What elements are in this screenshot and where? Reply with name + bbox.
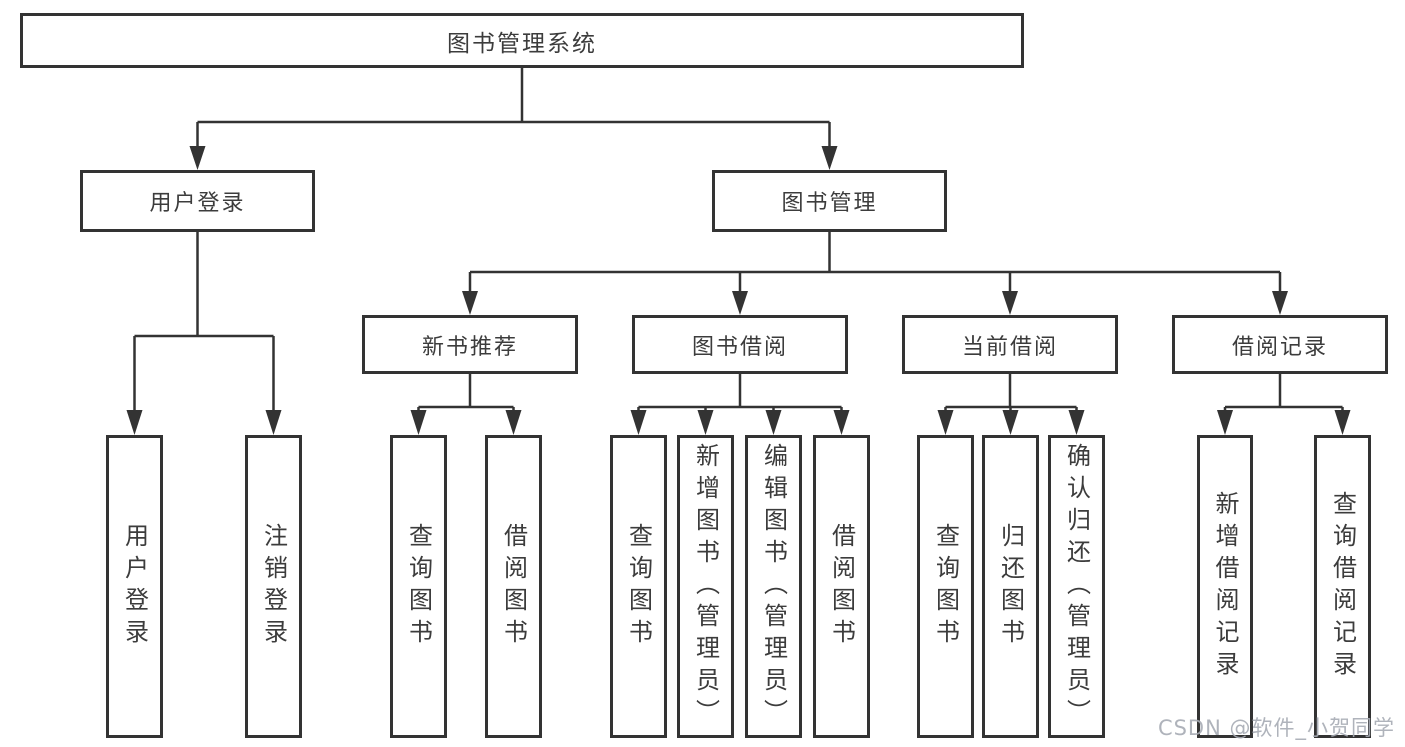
connector-borrowing-to-leaves <box>637 374 843 414</box>
node-borrowing-records-label: 借阅记录 <box>1231 334 1328 360</box>
connector-arrowhead <box>126 410 143 435</box>
connector-arrowhead <box>1334 410 1351 435</box>
node-leaf-borrowing-add-books-admin: 新增图书（管理员） <box>677 435 734 738</box>
connector-arrowhead <box>833 410 850 435</box>
connector-arrowhead <box>1217 410 1233 435</box>
connector-arrowhead <box>630 410 647 435</box>
node-leaf-recommend-borrow-books: 借阅图书 <box>485 435 542 738</box>
connector-arrowhead <box>410 410 427 435</box>
connector-arrowhead <box>697 410 714 435</box>
connector-root-to-level2 <box>196 68 831 150</box>
watermark-text: CSDN @软件_小贺同学 <box>1157 716 1395 740</box>
node-leaf-borrowing-query-books: 查询图书 <box>610 435 667 738</box>
connector-arrowhead <box>189 146 206 170</box>
node-current-borrowing-label: 当前借阅 <box>961 334 1058 360</box>
node-new-book-recommendation-label: 新书推荐 <box>421 334 518 360</box>
node-leaf-current-query-books: 查询图书 <box>917 435 974 738</box>
node-leaf-current-query-books-label: 查询图书 <box>931 522 960 651</box>
connector-arrowhead <box>1002 291 1018 315</box>
node-leaf-records-add-borrow-record-label: 新增借阅记录 <box>1211 490 1239 683</box>
node-user-login: 用户登录 <box>80 170 315 232</box>
connector-arrowhead <box>1272 291 1288 315</box>
node-leaf-borrowing-query-books-label: 查询图书 <box>624 522 653 651</box>
connector-arrowhead <box>821 146 838 170</box>
node-leaf-records-query-borrow-record-label: 查询借阅记录 <box>1328 490 1357 683</box>
node-leaf-recommend-borrow-books-label: 借阅图书 <box>499 522 528 651</box>
node-borrowing-records: 借阅记录 <box>1172 315 1388 374</box>
node-user-login-label: 用户登录 <box>149 191 246 216</box>
node-leaf-records-add-borrow-record: 新增借阅记录 <box>1197 435 1253 738</box>
node-book-borrowing: 图书借阅 <box>632 315 848 374</box>
node-leaf-borrowing-edit-books-admin-label: 编辑图书（管理员） <box>759 442 788 731</box>
connector-records-to-leaves <box>1223 374 1344 414</box>
connector-arrowhead <box>1002 410 1019 435</box>
node-leaf-recommend-query-books: 查询图书 <box>390 435 447 738</box>
node-leaf-current-return-books: 归还图书 <box>982 435 1039 738</box>
node-leaf-records-query-borrow-record: 查询借阅记录 <box>1314 435 1371 738</box>
connector-user-login-to-leaves <box>133 232 275 414</box>
node-leaf-borrowing-borrow-books: 借阅图书 <box>813 435 870 738</box>
node-root: 图书管理系统 <box>20 13 1024 68</box>
node-book-borrowing-label: 图书借阅 <box>691 334 788 360</box>
connector-arrowhead <box>265 410 282 435</box>
node-leaf-current-return-books-label: 归还图书 <box>996 522 1025 651</box>
node-leaf-recommend-query-books-label: 查询图书 <box>404 522 433 651</box>
node-leaf-user-login-label: 用户登录 <box>120 522 149 651</box>
connector-arrowhead <box>732 291 748 315</box>
node-leaf-user-login: 用户登录 <box>106 435 163 738</box>
node-leaf-logout-label: 注销登录 <box>259 522 288 651</box>
connector-arrowhead <box>765 410 782 435</box>
connector-arrowhead <box>937 410 954 435</box>
node-root-label: 图书管理系统 <box>447 30 597 57</box>
node-leaf-current-confirm-return-admin-label: 确认归还（管理员） <box>1062 442 1091 731</box>
node-leaf-current-confirm-return-admin: 确认归还（管理员） <box>1048 435 1105 738</box>
connector-book-management-to-level3 <box>468 232 1282 295</box>
connector-current-to-leaves <box>944 374 1078 414</box>
node-leaf-logout: 注销登录 <box>245 435 302 738</box>
node-leaf-borrowing-edit-books-admin: 编辑图书（管理员） <box>745 435 802 738</box>
connector-arrowhead <box>1068 410 1085 435</box>
node-leaf-borrowing-add-books-admin-label: 新增图书（管理员） <box>691 442 720 731</box>
connector-recommendation-to-leaves <box>417 374 515 414</box>
connector-arrowhead <box>505 410 522 435</box>
node-book-management: 图书管理 <box>712 170 947 232</box>
node-book-management-label: 图书管理 <box>781 191 878 216</box>
node-new-book-recommendation: 新书推荐 <box>362 315 578 374</box>
node-current-borrowing: 当前借阅 <box>902 315 1118 374</box>
connector-arrowhead <box>462 291 478 315</box>
node-leaf-borrowing-borrow-books-label: 借阅图书 <box>827 522 856 651</box>
